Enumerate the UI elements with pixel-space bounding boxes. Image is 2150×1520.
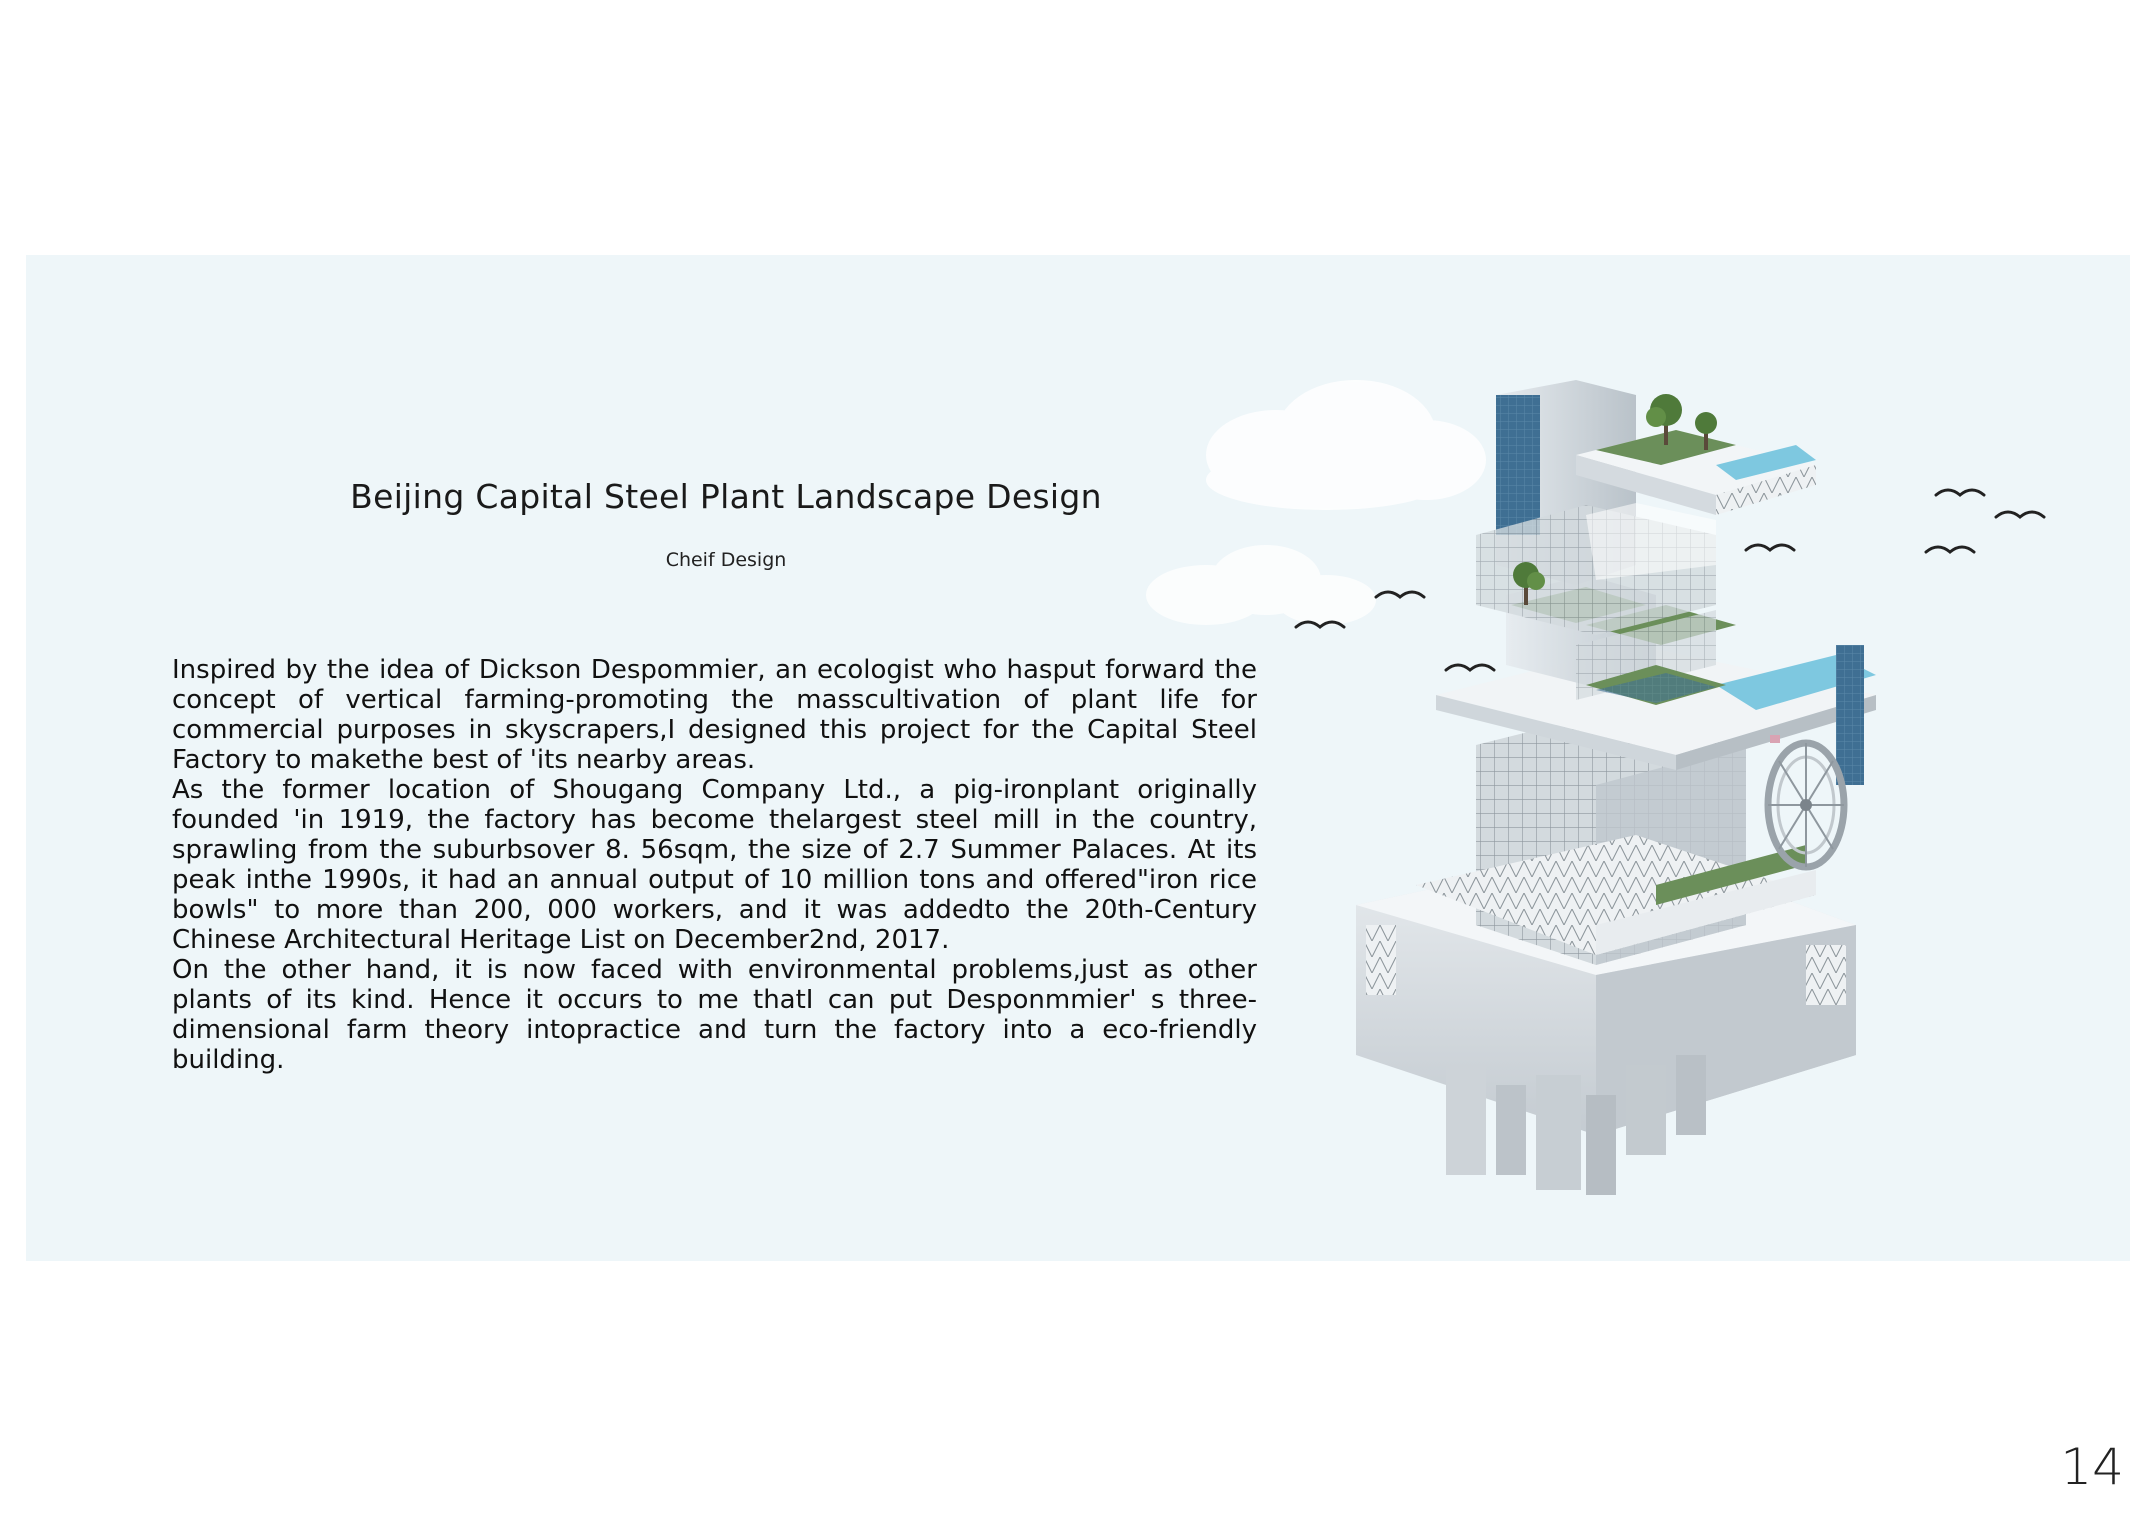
tree-icon (1513, 562, 1545, 605)
page-title: Beijing Capital Steel Plant Landscape De… (350, 477, 1102, 516)
bird-icon (1744, 543, 1796, 552)
bird-icon (1934, 488, 1986, 497)
bird-icon (1924, 545, 1976, 554)
tree-icon (1646, 394, 1682, 445)
bird-icon (1444, 663, 1496, 672)
upper-structure (1476, 380, 1816, 635)
vertical-farm-illustration (1146, 380, 2046, 1195)
water-wheel-icon (1764, 735, 1848, 871)
content-panel: Beijing Capital Steel Plant Landscape De… (26, 255, 2130, 1261)
paragraph-proposal: On the other hand, it is now faced with … (172, 955, 1257, 1075)
cloud-icon (1146, 545, 1376, 625)
lower-block (1416, 705, 1816, 965)
cloud-icon (1206, 380, 1486, 510)
bird-icon (1374, 590, 1426, 599)
paragraph-history: As the former location of Shougang Compa… (172, 775, 1257, 955)
body-text: Inspired by the idea of Dickson Despommi… (172, 655, 1257, 1075)
paragraph-inspiration: Inspired by the idea of Dickson Despommi… (172, 655, 1257, 775)
bird-icon (1294, 620, 1346, 629)
page-number: 14 (2060, 1438, 2124, 1496)
tree-icon (1695, 412, 1717, 450)
page-subtitle: Cheif Design (665, 549, 787, 571)
bird-icon (1994, 510, 2046, 519)
